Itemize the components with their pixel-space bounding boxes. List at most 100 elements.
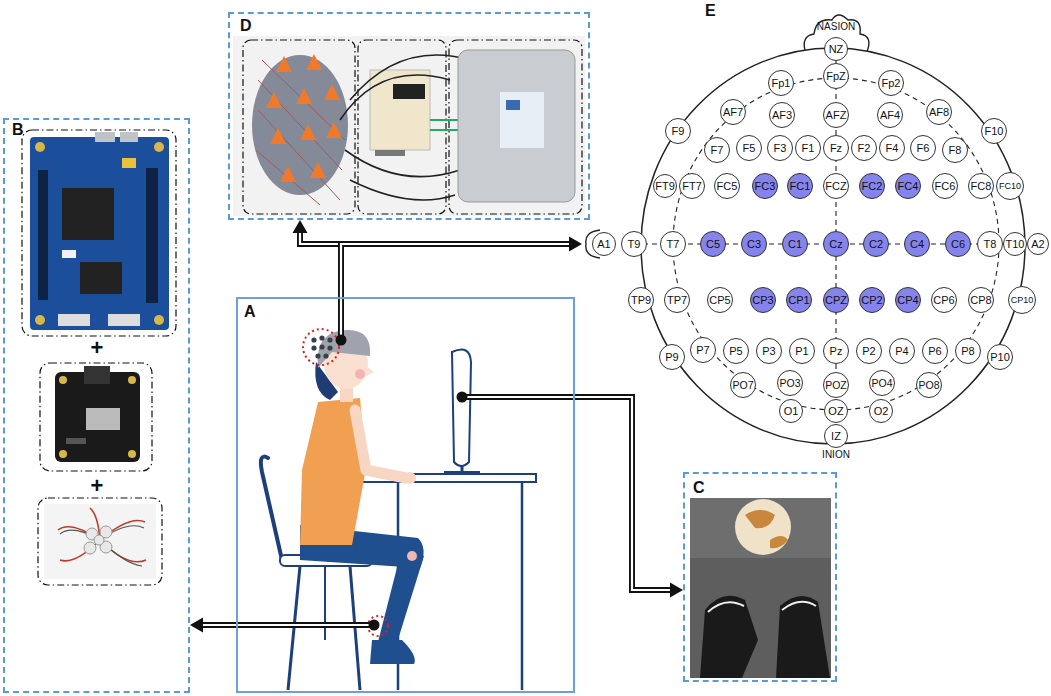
electrode-circle: FC6 [932, 173, 958, 199]
head-outline-part [641, 48, 1025, 444]
arrowhead [293, 220, 308, 233]
electrode-label: AF4 [880, 110, 900, 121]
chair-part [261, 457, 282, 560]
electrode-circle: PO7 [730, 372, 756, 398]
head-outline-part [673, 78, 999, 410]
motor-wires-photo-part [60, 526, 144, 566]
static-double-line [236, 297, 575, 631]
electrode-circle: P10 [987, 344, 1013, 370]
electrode-circle: Fp1 [768, 70, 794, 96]
dev-board-photo-part [22, 130, 176, 336]
electrode-circle: C4 [904, 231, 930, 257]
person-part [315, 353, 320, 358]
electrode-label: F2 [858, 143, 871, 154]
electrode-circle: P6 [922, 338, 948, 364]
electrode-circle: CP1 [786, 287, 812, 313]
electrode-label: F6 [917, 143, 930, 154]
electrode-label: T8 [984, 239, 997, 250]
double-line-inner [341, 244, 570, 297]
electrode-label: P3 [762, 346, 775, 357]
electrode-label: FC2 [862, 181, 883, 192]
eeg-hardware-photo-part [358, 40, 446, 214]
electrode-label: F8 [949, 145, 962, 156]
static-double-line-part [457, 392, 468, 403]
electrode-label: NZ [829, 44, 844, 55]
eeg-hardware-photo-part [506, 100, 520, 110]
motor-wires-photo-part [94, 535, 104, 545]
vibration-module-photo-part [55, 372, 140, 462]
electrode-circle: F3 [767, 135, 793, 161]
electrode-label: FC10 [999, 182, 1021, 191]
arrowhead [670, 583, 683, 598]
electrode-label: AF7 [723, 107, 743, 118]
person-part [327, 337, 332, 342]
person-part [366, 366, 374, 376]
motor-wires-photo [38, 498, 162, 585]
vibration-module-photo-part [128, 376, 136, 384]
electrode-circle: PO3 [777, 370, 803, 396]
electrode-circle: F9 [665, 118, 691, 144]
person-part [311, 345, 316, 350]
electrode-circle: CP10 [1008, 286, 1036, 314]
electrode-circle: P7 [690, 337, 716, 363]
electrode-label: PO8 [918, 380, 939, 391]
electrode-label: F9 [672, 126, 685, 137]
vibration-module-photo-part [59, 376, 67, 384]
eeg-hardware-photo-part [430, 120, 458, 130]
electrode-label: AF8 [929, 107, 949, 118]
electrode-label: PO7 [732, 380, 753, 391]
electrode-label: A2 [1031, 239, 1044, 250]
dev-board-photo-part [120, 132, 138, 142]
motor-wires-photo-part [44, 504, 156, 579]
electrode-circle: FT7 [679, 173, 705, 199]
double-line-inner [575, 397, 671, 590]
dev-board-photo-part [62, 250, 76, 258]
electrode-circle: P9 [659, 344, 685, 370]
electrode-circle: C5 [700, 231, 726, 257]
panel-letter: D [240, 17, 252, 35]
electrode-label: T7 [667, 239, 680, 250]
electrode-circle: CP5 [707, 287, 733, 313]
electrode-label: P6 [928, 346, 941, 357]
electrode-label: CP3 [752, 295, 773, 306]
electrode-label: POZ [825, 380, 847, 391]
electrode-circle: FC4 [895, 173, 921, 199]
electrode-circle: CP4 [895, 287, 921, 313]
person-part [368, 616, 388, 636]
electrode-label: F3 [774, 143, 787, 154]
electrode-circle: C1 [782, 231, 808, 257]
electrode-label: FC6 [935, 181, 956, 192]
vibration-module-photo-part [86, 408, 120, 430]
electrode-label: F7 [711, 145, 724, 156]
electrode-circle: F7 [704, 137, 730, 163]
dev-board-photo-part [62, 188, 114, 240]
dev-board-photo-part [58, 314, 90, 326]
electrode-label: CPZ [825, 295, 847, 306]
electrode-label: CP6 [933, 295, 954, 306]
arrowhead [190, 618, 203, 633]
electrode-label: P7 [696, 345, 709, 356]
electrode-label: TP7 [667, 295, 687, 306]
eeg-hardware-photo-part [233, 36, 585, 216]
electrode-label: A1 [597, 239, 610, 250]
landmark-label: NASION [817, 21, 855, 33]
eeg-hardware-photo-part [243, 40, 355, 214]
chair-part [324, 566, 326, 640]
double-line-inner [202, 624, 236, 626]
electrode-label: CP10 [1011, 296, 1034, 305]
static-double-line-part [236, 297, 575, 625]
electrode-circle: F6 [910, 135, 936, 161]
dev-board-photo-part [146, 168, 158, 303]
eeg-hardware-photo-part [266, 54, 342, 182]
electrode-label: FC1 [790, 181, 811, 192]
panel-a: A [236, 297, 575, 693]
electrode-label: CP2 [861, 295, 882, 306]
foot-photo-part [700, 596, 758, 678]
plus-sign: + [91, 336, 104, 360]
desk [360, 474, 536, 690]
person [300, 329, 424, 664]
eeg-hardware-photo-part [340, 55, 470, 200]
person-part [378, 548, 424, 646]
person-part [319, 344, 324, 349]
